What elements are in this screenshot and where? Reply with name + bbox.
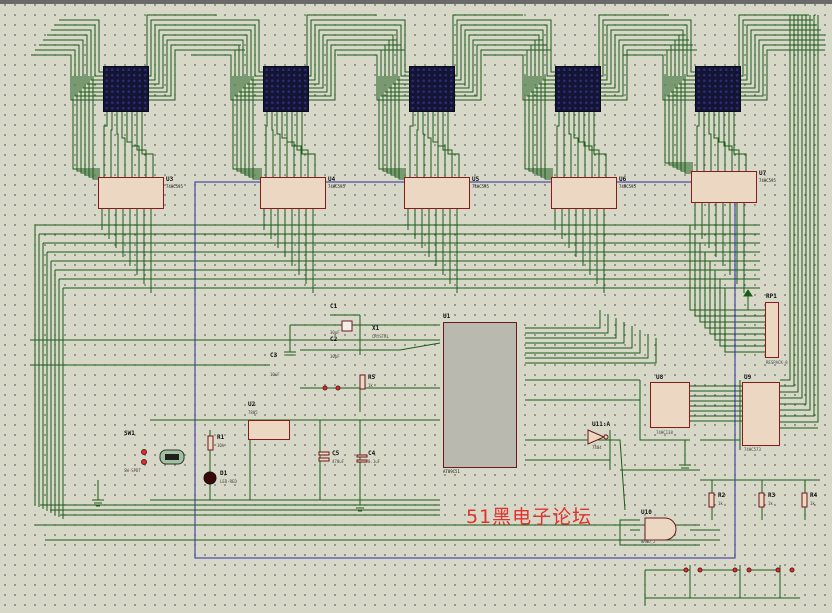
d1-ref: D1 [220, 470, 228, 477]
regulator-part: 7805 [248, 410, 258, 415]
led-matrix [263, 66, 309, 112]
driver-chip-u3[interactable] [98, 177, 164, 209]
driver-chip-u7[interactable] [691, 171, 757, 203]
r4-value: 1k [810, 501, 815, 506]
driver-part-u7: 74HC595 [759, 178, 776, 183]
driver-part-u5: 74HC595 [472, 184, 489, 189]
driver-part-u6: 74HC595 [619, 184, 636, 189]
c5-ref: C5 [332, 450, 340, 457]
watermark-text: 51黑电子论坛 [466, 506, 593, 528]
decoder-ref: U8 [656, 374, 664, 381]
respack-part: RESPACK-8 [766, 360, 788, 365]
r2-ref: R2 [718, 492, 726, 499]
decoder-u8[interactable] [650, 382, 690, 428]
r4-ref: R4 [810, 492, 818, 499]
led-d1 [203, 471, 217, 485]
passive-symbols [207, 320, 808, 508]
r2-value: 1k [718, 501, 723, 506]
c4-ref: C4 [368, 450, 376, 457]
nand-part: NAND_2 [641, 539, 656, 544]
sw1-value: SW-SPDT [124, 468, 141, 473]
respack-rp1[interactable] [765, 302, 779, 358]
r1-ref: R1 [217, 434, 225, 441]
sw1-ref: SW1 [124, 430, 135, 437]
driver-part-u3: 74HC595 [166, 184, 183, 189]
driver-ref-u3: U3 [166, 176, 174, 183]
latch-part: 74HC573 [744, 447, 761, 452]
misc-wires [30, 181, 820, 605]
driver-ref-u4: U4 [328, 176, 336, 183]
mcu-u1[interactable] [443, 322, 517, 468]
c3-ref: C3 [270, 352, 278, 359]
mcu-ref: U1 [443, 313, 451, 320]
c4-value: 0.1uF [368, 459, 381, 464]
r3-value: 1k [768, 501, 773, 506]
driver-part-u4: 74HC595 [328, 184, 345, 189]
led-matrix [555, 66, 601, 112]
driver-ref-u7: U7 [759, 170, 767, 177]
driver-ref-u6: U6 [619, 176, 627, 183]
c2-value: 30pF [330, 354, 340, 359]
gates [587, 429, 677, 541]
led-matrix [103, 66, 149, 112]
window-top-edge [0, 0, 832, 4]
driver-chip-u4[interactable] [260, 177, 326, 209]
switch-symbols [141, 385, 795, 573]
inverter-part: 7404 [592, 445, 602, 450]
mcu-part: AT89C51 [443, 469, 460, 474]
voltmeter [159, 449, 185, 465]
c5-value: 470uF [332, 459, 345, 464]
led-matrix [695, 66, 741, 112]
r3-ref: R3 [768, 492, 776, 499]
driver-chip-u5[interactable] [404, 177, 470, 209]
c2-ref: C2 [330, 336, 338, 343]
regulator-ref: U2 [248, 401, 256, 408]
respack-ref: RP1 [766, 293, 777, 300]
x1-ref: X1 [372, 325, 380, 332]
led-matrix [409, 66, 455, 112]
driver-ref-u5: U5 [472, 176, 480, 183]
regulator-u2[interactable] [248, 420, 290, 440]
d1-value: LED-RED [220, 479, 237, 484]
inverter-ref: U11:A [592, 421, 611, 428]
c1-value: 30pF [330, 330, 340, 335]
nand-ref: U10 [641, 509, 652, 516]
latch-u9[interactable] [742, 382, 780, 446]
r5-value: 1k [368, 383, 373, 388]
x1-value: CRYSTAL [372, 334, 389, 339]
wire-bundles [31, 14, 825, 519]
driver-chip-u6[interactable] [551, 177, 617, 209]
decoder-part: 74HC138 [656, 430, 673, 435]
r1-value: 10k [217, 443, 225, 448]
c3-value: 10uF [270, 372, 280, 377]
latch-ref: U9 [744, 374, 752, 381]
c1-ref: C1 [330, 303, 338, 310]
r5-ref: R5 [368, 374, 376, 381]
